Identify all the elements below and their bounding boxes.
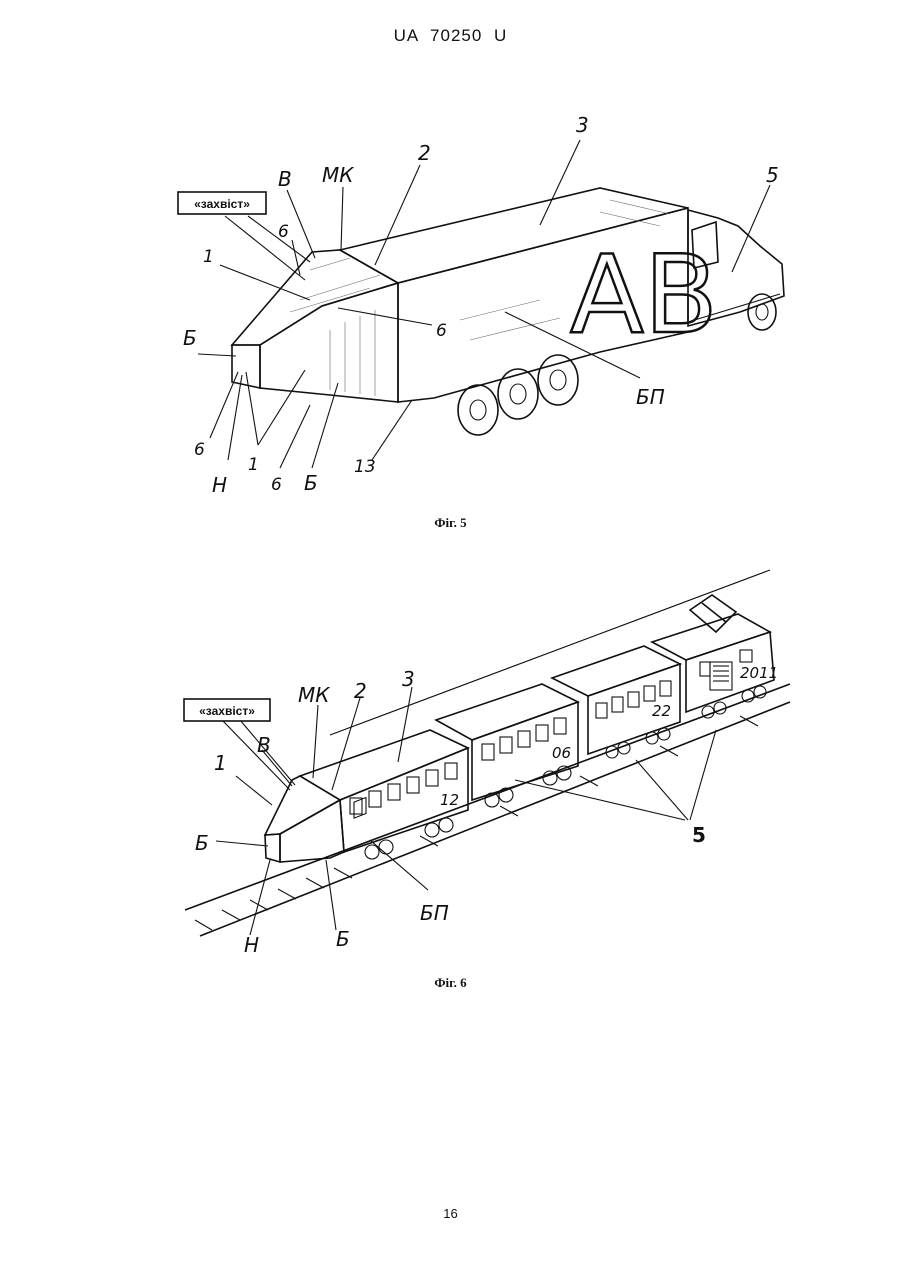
label-1-top: 1 bbox=[203, 247, 214, 267]
label-b-left: Б bbox=[183, 326, 197, 350]
label-b-bottom-6: Б bbox=[336, 927, 350, 951]
page-number: 16 bbox=[0, 1206, 901, 1221]
train-car-2: 06 bbox=[436, 684, 578, 807]
label-5-6: 5 bbox=[692, 823, 706, 847]
label-6-top: 6 bbox=[278, 222, 289, 242]
car-number-3: 22 bbox=[652, 702, 671, 720]
label-b-6: В bbox=[257, 733, 271, 757]
label-13: 13 bbox=[354, 457, 376, 477]
label-bp-6: БП bbox=[420, 901, 449, 925]
figure-5-drawing: AB «захвіст» bbox=[0, 100, 901, 510]
car-number-loco: 2011 bbox=[740, 664, 778, 682]
label-6-mid: 6 bbox=[436, 321, 447, 341]
document-header: UA 70250 U bbox=[0, 26, 901, 46]
label-2: 2 bbox=[418, 141, 431, 165]
label-5: 5 bbox=[766, 163, 779, 187]
figure-6-drawing: 12 06 22 201 bbox=[0, 560, 901, 970]
car-number-1: 12 bbox=[440, 791, 459, 809]
car-number-2: 06 bbox=[552, 744, 571, 762]
callout-text: «захвіст» bbox=[194, 197, 250, 211]
figure-5-caption: Фіг. 5 bbox=[0, 515, 901, 531]
label-6-left: 6 bbox=[194, 440, 205, 460]
figure-6-caption: Фіг. 6 bbox=[0, 975, 901, 991]
label-2-6: 2 bbox=[354, 679, 367, 703]
label-1-6: 1 bbox=[214, 751, 227, 775]
label-3: 3 bbox=[576, 113, 589, 137]
label-3-6: 3 bbox=[402, 667, 415, 691]
callout-text-6: «захвіст» bbox=[199, 704, 255, 718]
label-n-6: Н bbox=[244, 933, 259, 957]
label-1-bottom: 1 bbox=[248, 455, 259, 475]
truck-wheels bbox=[458, 355, 578, 435]
label-b-left-6: Б bbox=[195, 831, 209, 855]
train-car-3: 22 bbox=[552, 646, 680, 758]
locomotive: 2011 bbox=[652, 595, 778, 718]
label-mk: МК bbox=[322, 163, 354, 187]
label-mk-6: МК bbox=[298, 683, 330, 707]
side-lettering: AB bbox=[570, 233, 718, 358]
truck-body: AB bbox=[232, 188, 718, 402]
label-b: В bbox=[278, 167, 292, 191]
label-6-bottom: 6 bbox=[271, 475, 282, 495]
label-n: Н bbox=[212, 473, 227, 497]
label-b-bottom: Б bbox=[304, 471, 318, 495]
label-bp: БП bbox=[636, 385, 665, 409]
railway-track bbox=[185, 684, 790, 936]
